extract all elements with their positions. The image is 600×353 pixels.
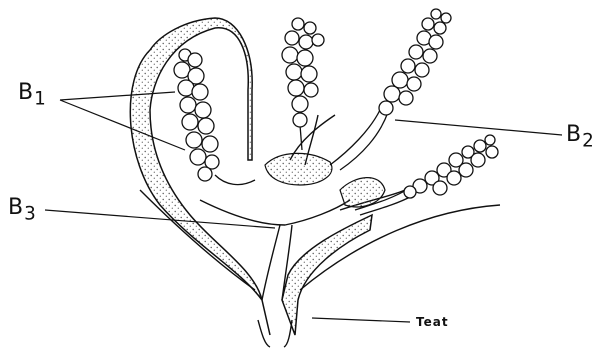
central-duct-left	[262, 225, 280, 300]
cistern-lump-center	[265, 153, 332, 185]
leader-b3	[45, 210, 275, 228]
teat-tip-right	[284, 320, 292, 347]
label-teat: Teat	[416, 315, 449, 329]
label-b1: B1	[18, 80, 47, 109]
alveoli-cluster-b1	[174, 49, 219, 181]
right-wall	[282, 215, 372, 335]
alveoli-cluster-b2	[379, 9, 451, 115]
label-b3: B3	[8, 195, 37, 224]
leader-b1-lower	[60, 100, 185, 150]
alveoli-cluster-center	[282, 18, 324, 127]
leader-teat	[312, 318, 410, 322]
cistern-tissue	[265, 153, 385, 207]
leader-b2	[395, 120, 562, 135]
stem-b2-b	[340, 112, 388, 170]
stem-lobe-3	[300, 125, 302, 150]
stem-b1	[215, 175, 255, 185]
stem-b2-a	[330, 110, 380, 165]
label-b2: B2	[566, 122, 595, 151]
cistern-outline	[200, 200, 350, 225]
leader-b1-upper	[60, 92, 175, 100]
alveoli-cluster-right	[404, 135, 498, 198]
